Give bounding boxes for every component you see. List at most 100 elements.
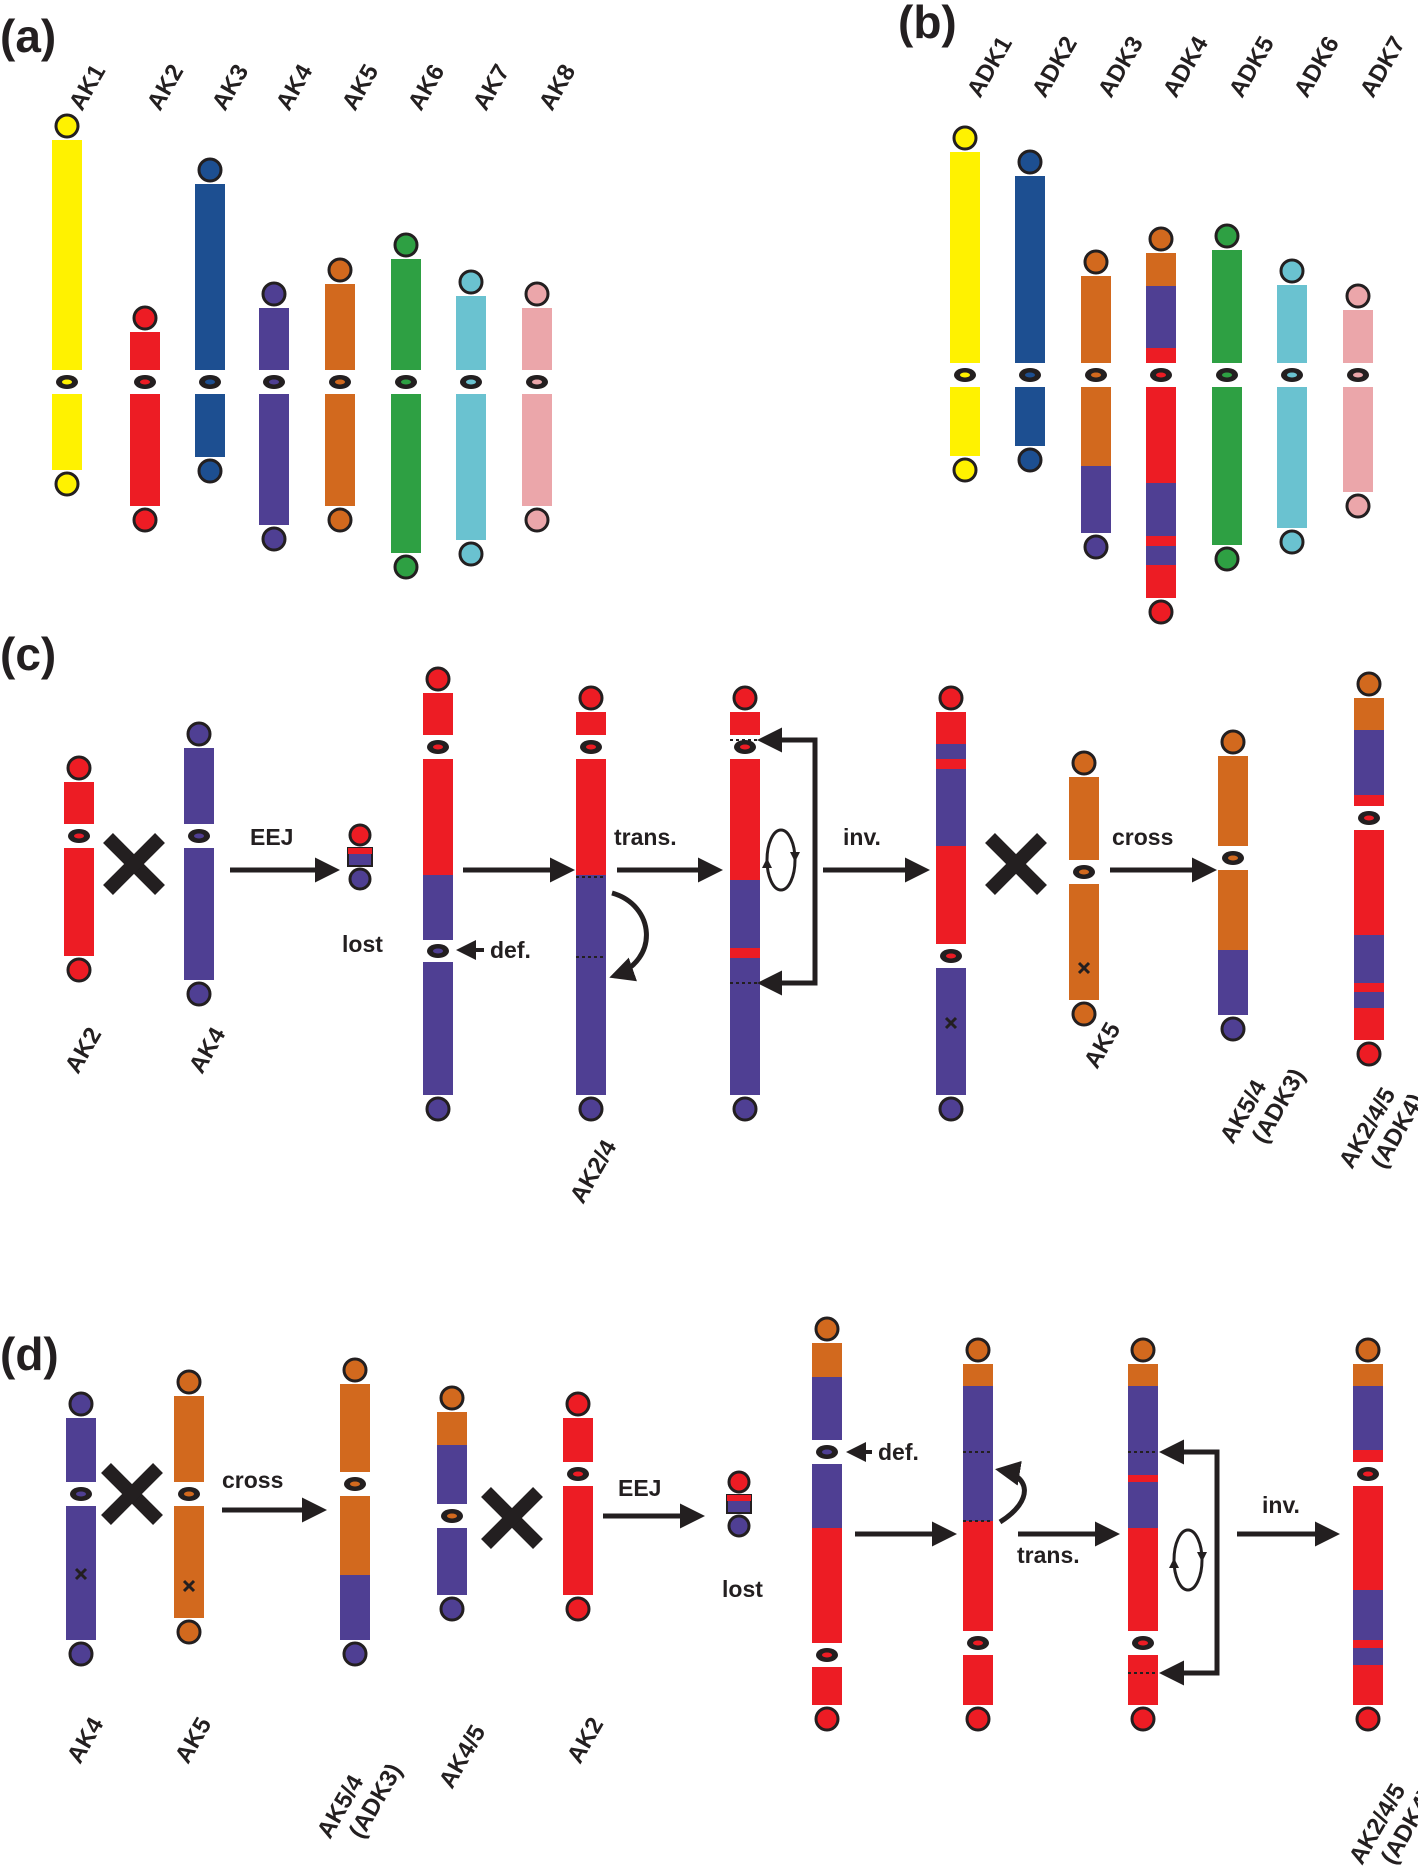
chromosome-segment [1354,992,1384,1008]
centromere-core [433,744,443,750]
chromosome-segment [522,308,552,370]
chromosome-adk4 [1146,226,1176,625]
panel-c-label: (c) [0,628,56,680]
karyotype-label: ADK6 [1289,32,1345,102]
chromosome-segment [259,394,289,525]
telomere [176,1619,202,1645]
telomere [1130,1706,1156,1732]
chrom-name-ak5: AK5 [170,1713,217,1768]
telomere [1214,546,1240,572]
chromosome-segment [1353,1486,1383,1590]
telomere [197,458,223,484]
chromosome-translocated [730,685,760,1122]
telomere [458,269,484,295]
chromosome-segment [1354,830,1384,935]
chromosome-segment [576,875,606,1095]
chromosome-ak2 [563,1391,593,1622]
telomere [1071,1001,1097,1027]
chromosome-ak5 [174,1369,204,1645]
centromere-core [1138,1640,1148,1646]
chromosome-ak1 [52,113,82,497]
telomere [1279,258,1305,284]
karyotype-label: AK5 [337,60,384,115]
chromosome-fusion [812,1316,842,1732]
chromosome-segment [563,1418,593,1462]
chromosome-segment [727,1495,751,1501]
chromosome-segment [1081,276,1111,363]
karyotype-label: AK3 [207,60,254,115]
centromere-core [433,948,443,954]
chromosome-segment [52,394,82,470]
telomere [1356,671,1382,697]
centromere-core [946,953,956,959]
centromere-core [822,1652,832,1658]
telomere [197,157,223,183]
lost-label: lost [722,1576,763,1602]
chromosome-segment [64,782,94,824]
telomere [425,666,451,692]
lost-chromosome [347,823,373,891]
panel-c-chromosomes [64,666,1384,1122]
chromosome-rearranged [1128,1337,1158,1732]
chrom-name-ak2: AK2 [60,1023,107,1078]
panel-b-label: (b) [898,0,957,48]
telomere [348,823,372,847]
karyotype-label: ADK2 [1027,32,1083,102]
chromosome-segment [391,394,421,553]
chromosome-segment [1353,1590,1383,1640]
def-label: def. [878,1439,919,1465]
chromosome-ak2-4-5 [1354,671,1384,1067]
telomere [1214,223,1240,249]
centromere-core [184,1491,194,1497]
telomere [342,1357,368,1383]
chromosome-ak4 [66,1391,96,1667]
telomere [393,232,419,258]
chromosome-ak5 [1069,750,1099,1027]
translocation-arrow [609,890,649,982]
lost-label: lost [342,931,383,957]
chromosome-adk5 [1212,223,1242,572]
telomere [66,957,92,983]
telomere [524,281,550,307]
panel-d: cross EEJ trans. inv. lost def. AK4 AK5 … [62,1316,1418,1869]
centromere-core [194,833,204,839]
telomere [261,526,287,552]
crossover-mark [944,1016,958,1030]
panel-d-label: (d) [0,1328,59,1380]
centromere-core [269,379,279,385]
telomere [1017,149,1043,175]
telomere [68,1641,94,1667]
centromere-core [335,379,345,385]
crossover-mark [182,1579,196,1593]
karyotype-label: AK1 [64,60,111,115]
centromere-core [1156,372,1166,378]
telomere [1220,729,1246,755]
telomere [348,867,372,891]
telomere [54,113,80,139]
chromosome-segment [936,712,966,744]
chromosome-segment [437,1412,467,1445]
telomere [1355,1706,1381,1732]
chromosome-segment [1146,286,1176,348]
telomere [1071,750,1097,776]
chromosome-segment [1354,795,1384,806]
chromosome-adk1 [950,125,980,483]
chromosome-segment [1146,253,1176,286]
telomere [261,281,287,307]
chromosome-segment [730,948,760,958]
chromosome-segment [812,1464,842,1528]
chromosome-segment [437,1445,467,1504]
telomere [439,1385,465,1411]
chromosome-segment [184,748,214,824]
telomere [1345,283,1371,309]
chromosome-segment [348,848,372,854]
chromosome-segment [1128,1364,1158,1386]
chromosome-segment [340,1384,370,1472]
telomere [132,305,158,331]
chromosome-ak5-4 [1218,729,1248,1042]
chromosome-segment [1069,777,1099,860]
chromosome-segment [1277,285,1307,363]
centromere-core [1079,869,1089,875]
